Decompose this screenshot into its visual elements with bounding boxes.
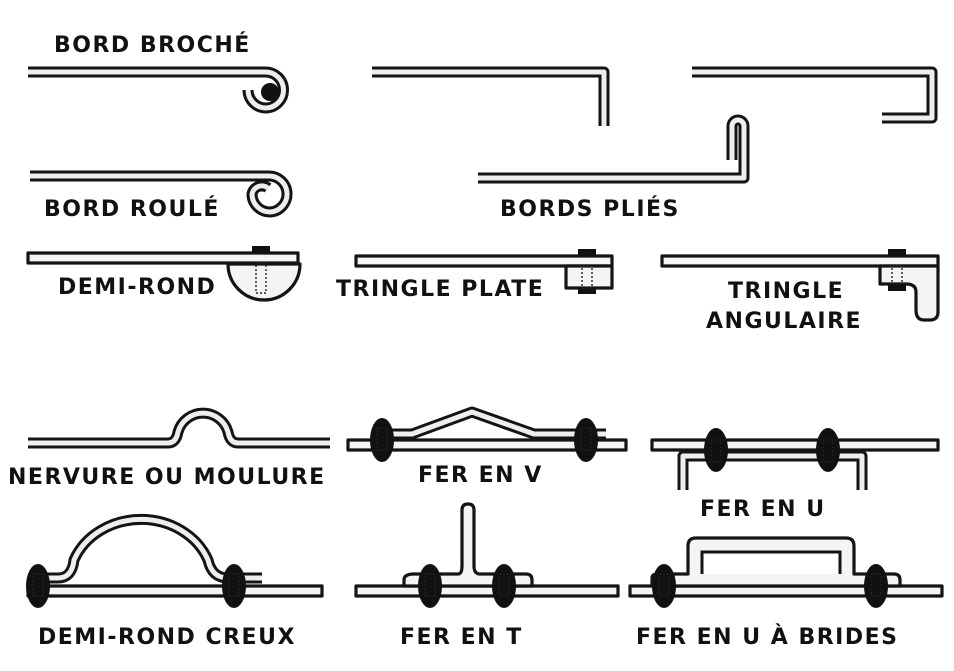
demi-rond-creux-figure	[26, 514, 324, 608]
rivet-tail-icon	[578, 288, 596, 294]
tringle-angulaire-figure	[660, 249, 940, 322]
fer-en-u-label: FER EN U	[700, 497, 826, 522]
rivet-head-icon	[252, 246, 270, 253]
tringle-plate-label: TRINGLE PLATE	[336, 277, 544, 302]
tringle-angulaire-label-line1: TRINGLE	[728, 279, 844, 304]
rivet-right-icon	[816, 428, 840, 472]
tringle-plate-figure	[354, 249, 614, 294]
rivet-head-icon	[578, 249, 596, 256]
demi-rond-creux-label: DEMI-ROND CREUX	[38, 625, 296, 650]
bords-plies-figure-2	[692, 66, 938, 124]
fer-en-u-brides-label: FER EN U À BRIDES	[636, 624, 899, 650]
fer-en-u-figure	[650, 428, 940, 490]
rivet-left-icon	[418, 564, 442, 608]
bord-broche-label: BORD BROCHÉ	[54, 32, 251, 58]
demi-rond-figure	[26, 246, 302, 302]
fer-en-u-brides-figure	[628, 536, 944, 608]
wire-core-icon	[261, 83, 279, 101]
nervure-label: NERVURE OU MOULURE	[8, 465, 326, 490]
bords-plies-figure-3	[478, 114, 750, 184]
rivet-right-icon	[222, 564, 246, 608]
rivet-left-icon	[370, 418, 394, 462]
rivet-left-icon	[26, 564, 50, 608]
bords-plies-figure-1	[372, 66, 610, 126]
rivet-tail-icon	[888, 284, 906, 291]
fer-en-t-label: FER EN T	[400, 625, 523, 650]
tringle-angulaire-label-line2: ANGULAIRE	[706, 309, 862, 334]
rivet-right-icon	[864, 564, 888, 608]
fer-en-t-figure	[354, 502, 620, 608]
fer-en-v-figure	[346, 406, 628, 462]
demi-rond-label: DEMI-ROND	[58, 275, 216, 300]
bord-roule-figure	[30, 170, 293, 218]
rivet-head-icon	[888, 249, 906, 256]
rivet-right-icon	[574, 418, 598, 462]
nervure-figure	[28, 407, 330, 449]
bords-plies-label: BORDS PLIÉS	[500, 196, 680, 222]
rivet-left-icon	[704, 428, 728, 472]
rivet-left-icon	[652, 564, 676, 608]
bord-broche-figure	[28, 66, 289, 114]
rivet-right-icon	[492, 564, 516, 608]
fer-en-v-label: FER EN V	[418, 463, 543, 488]
bord-roule-label: BORD ROULÉ	[44, 196, 220, 222]
